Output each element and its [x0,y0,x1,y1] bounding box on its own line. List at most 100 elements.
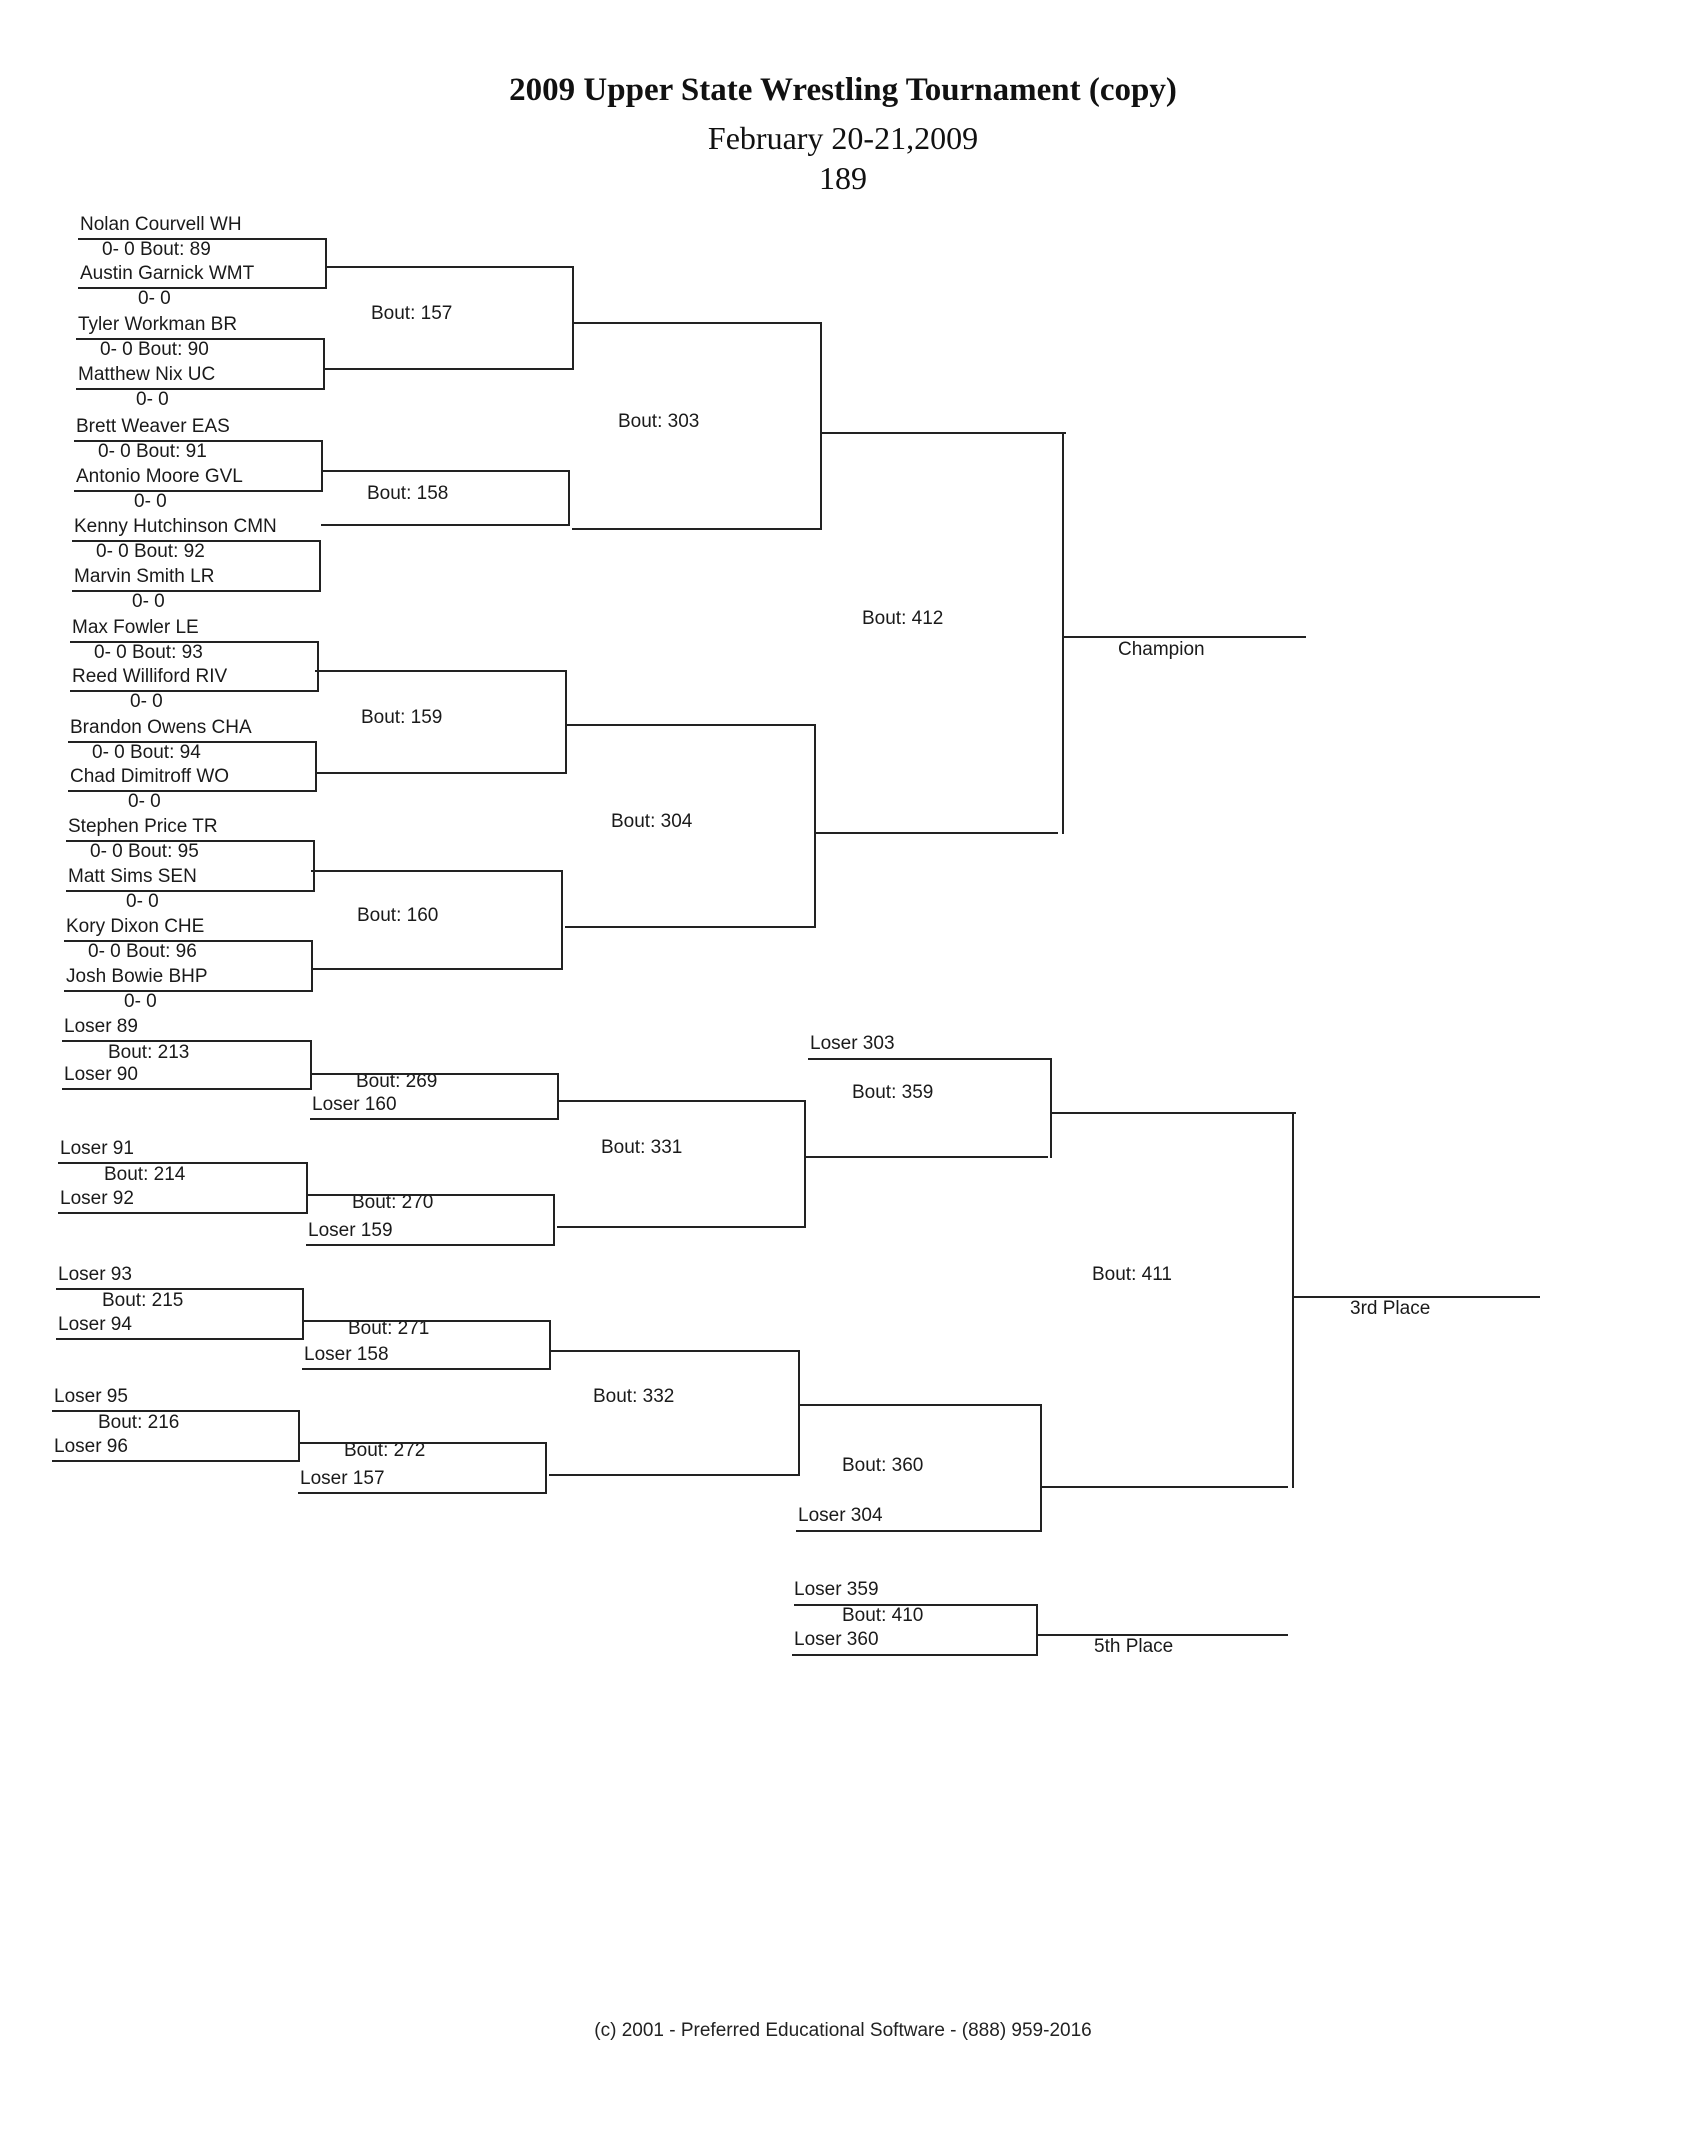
bracket-line [565,724,814,726]
bracket-line [1292,1112,1294,1488]
bout-number: Bout: 92 [134,541,205,562]
bracket-line [572,266,574,370]
bracket-line [302,1288,304,1340]
bracket-line [557,1073,559,1120]
wrestler-name: Tyler Workman BR [78,314,238,335]
bracket-line [1036,1604,1038,1656]
bout-number: Bout: 270 [352,1192,434,1213]
bracket-line [78,287,325,289]
bracket-line [325,266,572,268]
bracket-line [76,338,323,340]
bracket-line [568,470,570,526]
bracket-line [814,724,816,928]
bracket-line [808,1058,1052,1060]
bracket-line [56,1288,302,1290]
wrestler-record: 0- 0 [98,441,131,462]
bracket-line [52,1460,298,1462]
bracket-line [804,1156,1048,1158]
bracket-line [311,870,561,872]
bracket-line [792,1654,1036,1656]
bout-number: Bout: 332 [593,1386,675,1407]
bracket-line [317,641,319,692]
bracket-line [804,1100,806,1228]
wrestler-record: 0- 0 [92,742,125,763]
loser-ref: Loser 160 [312,1094,397,1115]
bracket-line [794,1604,1038,1606]
bracket-line [798,1350,800,1476]
bracket-line [78,238,325,240]
bracket-line [68,790,315,792]
bout-number: Bout: 96 [126,941,197,962]
bracket-line [1050,1058,1052,1158]
bracket-line [302,1320,549,1322]
bout-number: Bout: 159 [361,707,443,728]
bracket-line [311,940,313,992]
loser-ref: Loser 93 [58,1264,132,1285]
bracket-line [572,322,820,324]
bracket-line [311,968,561,970]
loser-ref: Loser 360 [794,1629,879,1650]
bracket-line [298,1410,300,1462]
bracket-line [306,1162,308,1214]
bracket-line [557,1100,804,1102]
bracket-line [310,1040,312,1090]
bracket-line [1040,1486,1288,1488]
wrestler-name: Stephen Price TR [68,816,218,837]
bracket-line [323,338,325,390]
wrestler-name: Matthew Nix UC [78,364,216,385]
wrestler-name: Chad Dimitroff WO [70,766,230,787]
wrestler-record: 0- 0 [126,891,159,912]
bracket-line [325,368,572,370]
bout-number: Bout: 89 [140,239,211,260]
bracket-line [62,1088,310,1090]
wrestler-name: Max Fowler LE [72,617,199,638]
bracket-line [820,322,822,530]
bracket-line [298,1442,545,1444]
bracket-line [549,1320,551,1370]
loser-ref: Loser 304 [798,1505,883,1526]
bracket-line [64,990,311,992]
wrestler-record: 0- 0 [128,791,161,812]
bout-number: Bout: 411 [1092,1264,1172,1285]
bracket-line [321,440,323,492]
bracket-line [572,528,820,530]
loser-ref: Loser 90 [64,1064,138,1085]
bout-number: Bout: 91 [136,441,207,462]
bout-number: Bout: 269 [356,1071,438,1092]
loser-ref: Loser 303 [810,1033,895,1054]
bracket-line [565,670,567,774]
bracket-line [74,490,321,492]
bracket-line [321,470,568,472]
wrestler-record: 0- 0 [100,339,133,360]
bracket-line [561,870,563,970]
wrestler-name: Marvin Smith LR [74,566,215,587]
wrestler-record: 0- 0 [132,591,165,612]
bracket-line [66,890,313,892]
bout-number: Bout: 157 [371,303,453,324]
bracket-line [68,741,315,743]
bracket-line [565,926,814,928]
bracket-line [1036,1634,1288,1636]
tournament-date: February 20-21,2009 [707,120,979,156]
loser-ref: Loser 96 [54,1436,128,1457]
wrestler-record: 0- 0 [138,288,171,309]
bout-number: Bout: 304 [611,811,693,832]
bracket-line [62,1040,310,1042]
bracket-line [549,1474,798,1476]
wrestler-name: Austin Garnick WMT [80,263,255,284]
bracket-line [319,540,321,592]
wrestler-name: Matt Sims SEN [68,866,197,887]
footer-copyright: (c) 2001 - Preferred Educational Softwar… [594,2020,1092,2041]
wrestler-record: 0- 0 [130,691,163,712]
wrestler-record: 0- 0 [136,389,169,410]
bracket-line [1062,636,1306,638]
bracket-line [798,1404,1042,1406]
bracket-line [820,432,1066,434]
bracket-line [325,238,327,289]
bout-number: Bout: 160 [357,905,439,926]
bout-number: Bout: 331 [601,1137,683,1158]
bout-number: Bout: 272 [344,1440,426,1461]
wrestler-record: 0- 0 [102,239,135,260]
loser-ref: Loser 159 [308,1220,393,1241]
